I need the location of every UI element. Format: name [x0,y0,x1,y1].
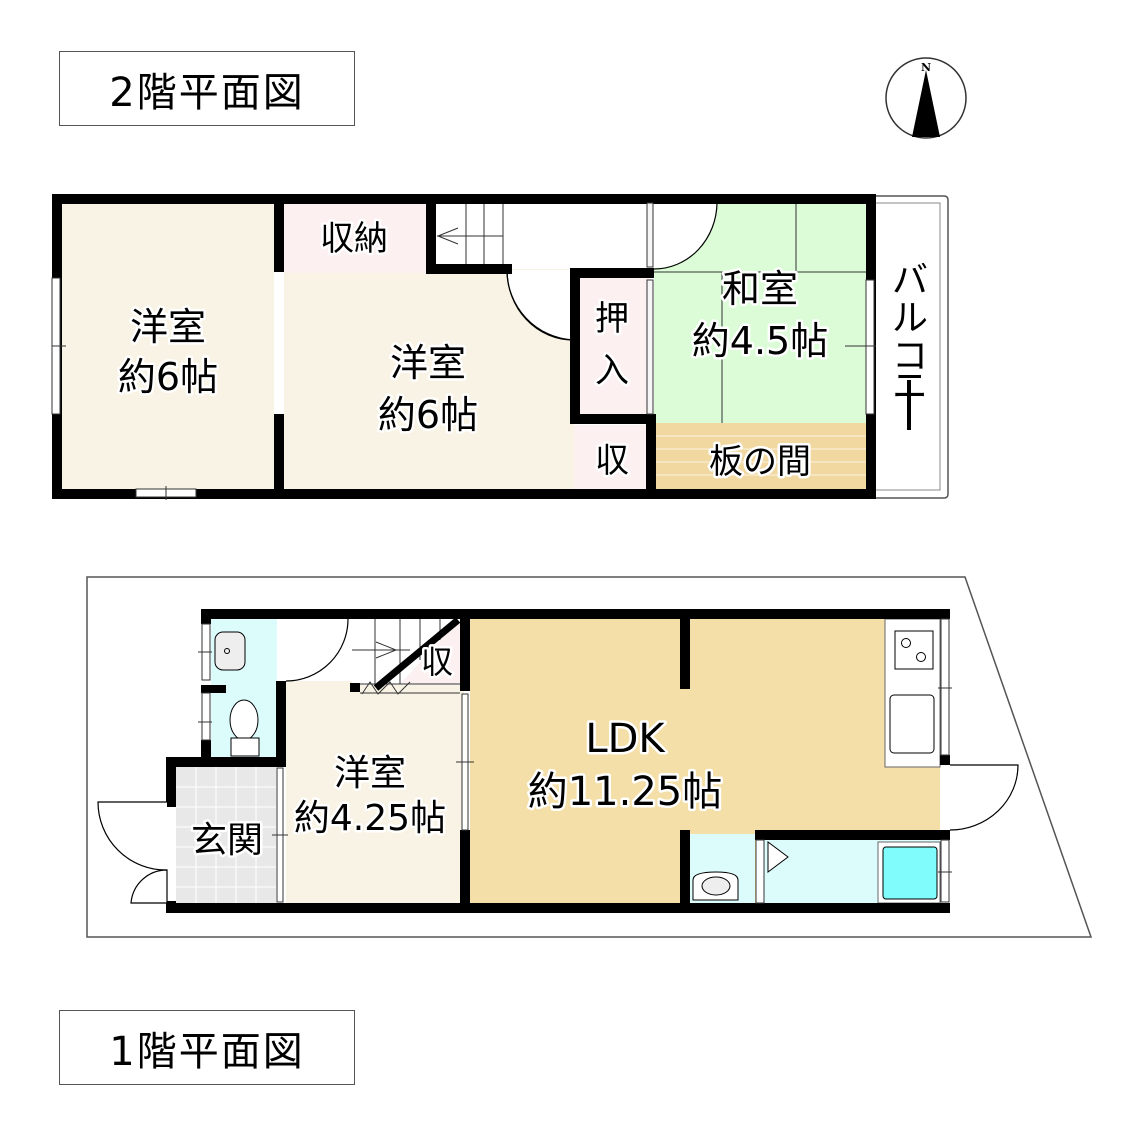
floor2-western-room-left-size: 約6帖 [118,355,218,399]
floor2-balcony-long-dash [907,380,911,430]
floor2-itanoma [654,423,866,489]
floor2-itanoma-label: 板の間 [709,442,811,482]
floor2-oshiire-label-2: 入 [595,351,629,391]
floor2-storage-small-label: 収 [595,441,629,481]
floor1-title: 1階平面図 [59,1010,355,1085]
floor1-walls [166,609,950,913]
floor2-japanese-room-size: 約4.5帖 [692,319,828,363]
floor2-title: 2階平面図 [59,51,355,126]
sink-icon [889,694,935,754]
wash-basin-icon [692,871,739,901]
floor1-plan: LDK 約11.25帖 洋室 約4.25帖 玄関 収 [86,576,1093,938]
floor2-storage-top [284,203,430,273]
floor1-entrance-label: 玄関 [191,820,263,861]
floor2-storage-small [574,425,652,489]
stove-icon [894,630,934,670]
floor2-balcony-char-1: バ [892,260,928,301]
north-arrow-icon: N [885,57,967,139]
kitchen-counter [884,618,941,768]
floor1-storage-label: 収 [421,643,453,681]
floor2-balcony-char-2: ル [892,298,928,339]
floor2-title-text: 2階平面図 [109,69,305,116]
toilet-bowl-icon [229,699,260,757]
floor2-western-room-left [62,203,274,489]
floor2-stairs [436,203,504,268]
compass-label: N [921,61,931,74]
floor2-japanese-room-name: 和室 [722,267,798,311]
bathtub-icon [882,846,938,900]
floor2-western-room-left-name: 洋室 [130,305,206,349]
floor1-western-room-size: 約4.25帖 [294,798,446,839]
floor2-balcony-char-3: コ [892,336,928,377]
floor1-entrance [176,767,276,903]
floor1-western-room-name: 洋室 [334,753,406,794]
floor1-title-text: 1階平面図 [109,1028,305,1075]
floor1-ldk-size: 約11.25帖 [528,769,723,815]
floor2-plan: 洋室 約6帖 洋室 約6帖 収納 押 入 収 和室 約4.5帖 板の間 バ ル … [51,194,949,500]
toilet-basin-icon [214,631,246,671]
floor1-entrance-tiles [176,767,276,903]
floor2-balcony [876,195,949,499]
floor2-western-room-center-size: 約6帖 [378,393,478,437]
floor2-oshiire-label-1: 押 [595,299,629,339]
floor2-western-room-center-name: 洋室 [390,341,466,385]
shower-icon [767,841,789,873]
floor2-storage-top-label: 収納 [320,219,388,259]
floor1-ldk-name: LDK [585,716,666,762]
floor2-oshiire [578,277,650,419]
